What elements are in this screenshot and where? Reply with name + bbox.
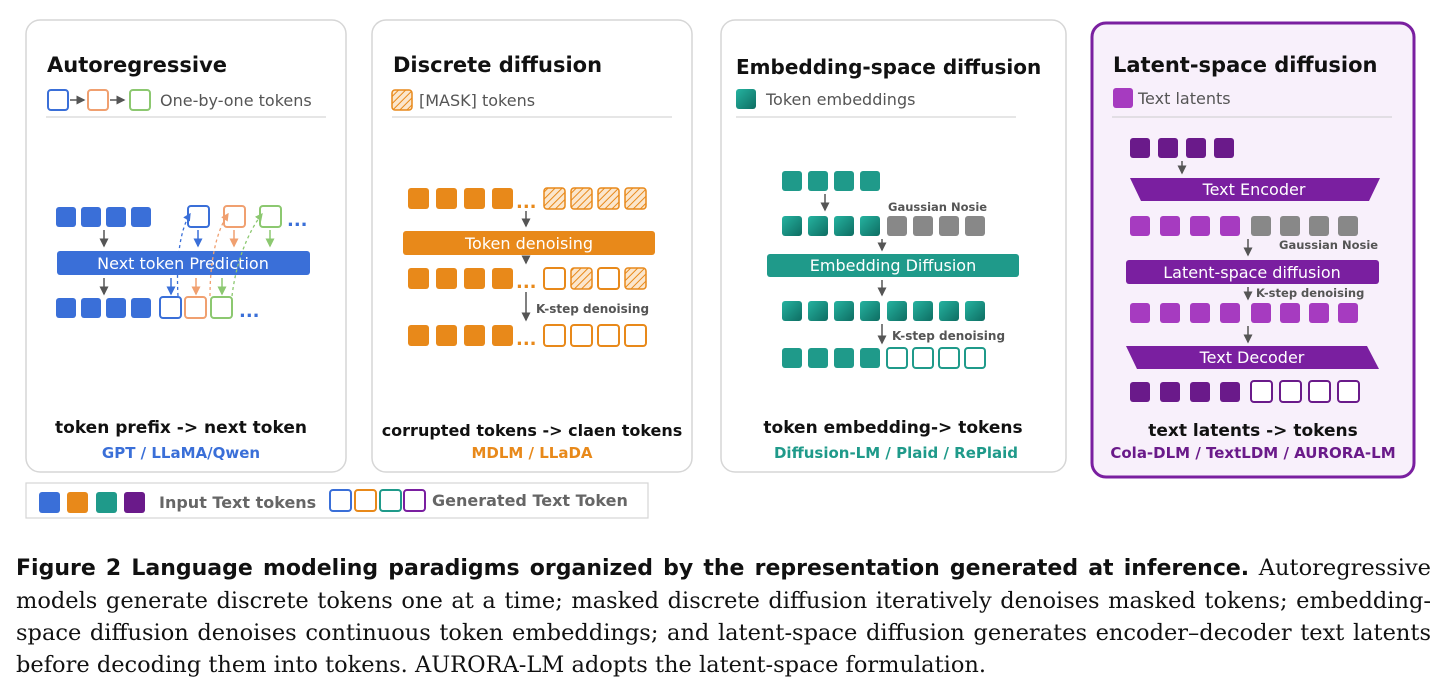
legend-swatch — [67, 492, 88, 513]
panel-embedding-diffusion: Embedding-space diffusion Token embeddin… — [720, 19, 1067, 473]
panel-title: Discrete diffusion — [393, 53, 602, 77]
panel-models: GPT / LLaMA/Qwen — [102, 444, 260, 462]
noise-label: Gaussian Nosie — [1279, 238, 1378, 252]
step-label: K-step denoising — [1256, 286, 1364, 300]
ellipsis: ... — [239, 301, 260, 322]
legend-swatch — [379, 489, 402, 512]
legend-swatch — [329, 489, 352, 512]
process-label: Latent-space diffusion — [1163, 263, 1341, 282]
panel-discrete-diffusion: Discrete diffusion [MASK] tokens ... Tok… — [371, 19, 693, 473]
output-tokens — [56, 296, 233, 319]
process-label: Token denoising — [464, 234, 593, 253]
step-label: K-step denoising — [536, 302, 649, 316]
panel-subtitle: Text latents — [1137, 89, 1231, 108]
process-bar — [57, 251, 310, 275]
process-bar — [767, 254, 1019, 277]
figure-caption: Figure 2 Language modeling paradigms org… — [16, 552, 1431, 681]
figure-diagram: Autoregressive One-by-one tokens ... Nex… — [25, 19, 1416, 519]
legend: Input Text tokens Generated Text Token — [25, 482, 649, 519]
output-tokens — [1130, 380, 1360, 403]
caption-text: Autoregressive models generate discrete … — [16, 555, 1431, 678]
process-bar — [1126, 260, 1379, 284]
panel-title: Embedding-space diffusion — [736, 55, 1041, 79]
panel-models: Diffusion-LM / Plaid / RePlaid — [774, 444, 1018, 462]
panel-models: MDLM / LLaDA — [471, 444, 592, 462]
ellipsis: ... — [516, 329, 537, 350]
input-tokens — [1130, 138, 1234, 158]
process-label: Embedding Diffusion — [810, 256, 976, 275]
legend-swatch — [39, 492, 60, 513]
clean-tokens — [408, 324, 647, 347]
panel-summary: text latents -> tokens — [1148, 421, 1358, 441]
encoder-block — [1130, 178, 1380, 201]
token-icon — [87, 89, 109, 111]
noisy-embeddings — [782, 216, 985, 236]
token-icon — [47, 89, 69, 111]
legend-swatch — [124, 492, 145, 513]
denoised-embeddings — [782, 301, 985, 321]
input-tokens — [56, 207, 151, 227]
process-label: Next token Prediction — [97, 254, 269, 273]
legend-swatch — [96, 492, 117, 513]
panel-summary: token prefix -> next token — [55, 418, 307, 438]
panel-autoregressive: Autoregressive One-by-one tokens ... Nex… — [25, 19, 347, 473]
ellipsis: ... — [516, 192, 537, 213]
panel-subtitle: One-by-one tokens — [160, 91, 312, 110]
decoder-block — [1126, 346, 1379, 369]
denoised-latents — [1130, 303, 1358, 323]
ellipsis: ... — [516, 272, 537, 293]
legend-swatch — [354, 489, 377, 512]
legend-generated-label: Generated Text Token — [432, 491, 628, 510]
panel-summary: corrupted tokens -> claen tokens — [382, 421, 683, 440]
latent-icon — [1113, 88, 1133, 108]
panel-subtitle: Token embeddings — [765, 90, 915, 109]
masked-tokens — [408, 187, 647, 210]
encoder-label: Text Encoder — [1202, 180, 1306, 199]
legend-input-label: Input Text tokens — [159, 493, 316, 512]
panel-title: Autoregressive — [47, 53, 227, 77]
legend-swatch — [403, 489, 426, 512]
partial-tokens — [408, 267, 647, 290]
panel-subtitle: [MASK] tokens — [419, 91, 535, 110]
panel-title: Latent-space diffusion — [1113, 53, 1378, 77]
noisy-latents — [1130, 216, 1358, 236]
decoder-label: Text Decoder — [1199, 348, 1305, 367]
panel-summary: token embedding-> tokens — [763, 418, 1022, 438]
input-tokens — [782, 171, 880, 191]
panel-models: Cola-DLM / TextLDM / AURORA-LM — [1110, 444, 1395, 462]
ellipsis: ... — [287, 210, 308, 231]
caption-label: Figure 2 Language modeling paradigms org… — [16, 556, 1250, 581]
panel-latent-diffusion: Latent-space diffusion Text latents Text… — [1090, 21, 1416, 479]
process-bar — [403, 231, 655, 255]
embedding-icon — [736, 89, 756, 109]
output-tokens — [782, 347, 986, 369]
step-label: K-step denoising — [892, 329, 1005, 343]
mask-token-icon — [391, 89, 413, 111]
token-icon — [129, 89, 151, 111]
noise-label: Gaussian Nosie — [888, 200, 987, 214]
